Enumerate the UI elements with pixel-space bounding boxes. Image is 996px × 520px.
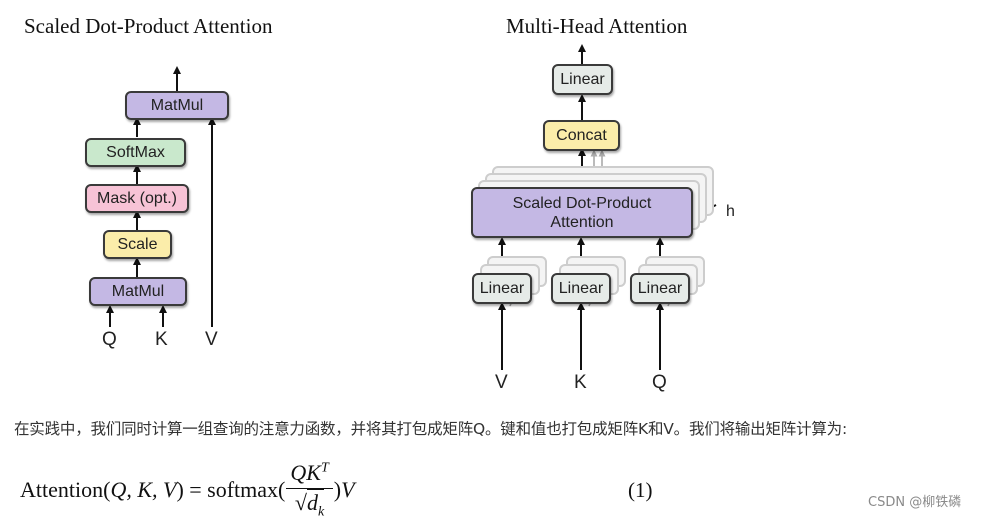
linear-v-label: Linear <box>479 279 525 297</box>
scale-label: Scale <box>117 235 158 253</box>
linear-k-block: Linear <box>551 273 611 304</box>
matmul-top-block: MatMul <box>125 91 229 120</box>
equation-number: (1) <box>628 478 653 502</box>
formula-denominator: √dk <box>294 489 325 520</box>
matmul-bottom-label: MatMul <box>111 282 165 300</box>
left-input-k: K <box>155 329 168 350</box>
attention-label-line1: Scaled Dot-Product <box>512 194 652 212</box>
linear-q-label: Linear <box>637 279 683 297</box>
explanation-paragraph: 在实践中，我们同时计算一组查询的注意力函数，并将其打包成矩阵Q。键和值也打包成矩… <box>14 420 847 438</box>
formula-lhs-args: Q, K, V <box>110 477 177 502</box>
scale-block: Scale <box>103 230 172 259</box>
formula-equals-softmax: = softmax( <box>183 477 286 502</box>
left-input-v: V <box>205 329 218 350</box>
attention-label-line2: Attention <box>550 213 614 231</box>
linear-v-block: Linear <box>472 273 532 304</box>
mask-label: Mask (opt.) <box>96 189 177 207</box>
right-diagram-title: Multi-Head Attention <box>506 14 688 38</box>
right-input-k: K <box>574 372 587 393</box>
linear-q-block: Linear <box>630 273 690 304</box>
formula-numerator-sup: T <box>320 460 329 476</box>
softmax-block: SoftMax <box>85 138 186 167</box>
attention-formula: Attention( Q, K, V ) = softmax( QKT √dk … <box>20 459 355 520</box>
concat-block: Concat <box>543 120 620 151</box>
formula-fraction: QKT √dk <box>286 459 333 520</box>
formula-den-var: d <box>307 490 318 516</box>
heads-label: h <box>726 203 735 220</box>
right-input-q: Q <box>652 372 667 393</box>
right-input-v: V <box>495 372 508 393</box>
linear-k-label: Linear <box>558 279 604 297</box>
left-input-q: Q <box>102 329 117 350</box>
left-diagram-title: Scaled Dot-Product Attention <box>24 14 273 38</box>
fraction-bar <box>286 487 333 490</box>
formula-numerator: QKT <box>290 459 329 485</box>
mask-block: Mask (opt.) <box>85 184 189 213</box>
scaled-dot-product-attention-block: Scaled Dot-Product Attention <box>471 187 693 238</box>
formula-lhs-close: ) <box>176 477 184 502</box>
formula-lhs: Attention( <box>20 477 111 502</box>
matmul-bottom-block: MatMul <box>89 277 187 306</box>
formula-den-sub: k <box>318 504 325 520</box>
softmax-label: SoftMax <box>106 143 165 161</box>
csdn-watermark: CSDN @柳铁磷 <box>868 495 962 510</box>
concat-label: Concat <box>556 126 607 144</box>
formula-rhs-close: ) <box>333 477 342 502</box>
matmul-top-label: MatMul <box>150 96 204 114</box>
formula-rhs-var: V <box>341 477 355 502</box>
sqrt-symbol: √ <box>294 490 307 516</box>
linear-top-block: Linear <box>552 64 613 95</box>
linear-top-label: Linear <box>560 70 605 88</box>
